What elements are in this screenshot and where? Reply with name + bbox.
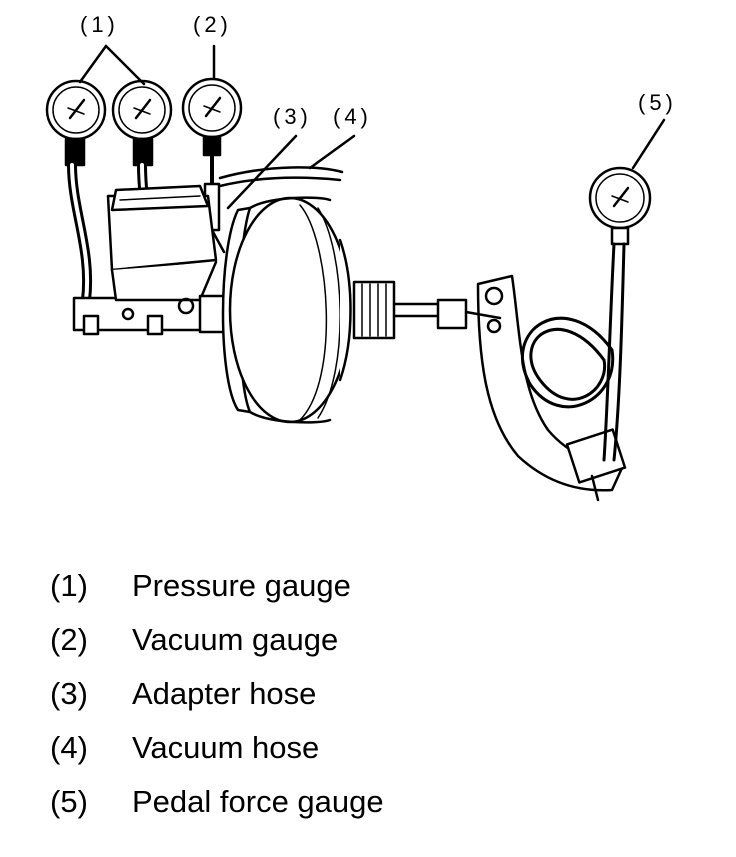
legend-label: Pedal force gauge (132, 784, 384, 819)
legend-label: Adapter hose (132, 676, 317, 711)
legend: (1) Pressure gauge (2) Vacuum gauge (3) … (50, 568, 690, 838)
callout-4: (4) (333, 104, 372, 129)
master-cylinder (72, 184, 226, 336)
legend-number: (2) (50, 622, 88, 657)
callout-5: (5) (638, 90, 677, 115)
callout-1: (1) (80, 12, 119, 37)
legend-label: Vacuum gauge (132, 622, 339, 657)
legend-label: Vacuum hose (132, 730, 320, 765)
legend-label: Pressure gauge (132, 568, 351, 603)
brake-booster (221, 196, 468, 424)
pedal-force-gauge (521, 166, 652, 462)
brake-booster-test-diagram (45, 44, 666, 502)
callout-2: (2) (193, 12, 232, 37)
leader-lines (78, 44, 666, 210)
legend-number: (4) (50, 730, 88, 765)
legend-number: (5) (50, 784, 88, 819)
legend-number: (1) (50, 568, 88, 603)
legend-number: (3) (50, 676, 88, 711)
legend-item-pedal-force-gauge: (5) Pedal force gauge (50, 784, 690, 838)
legend-item-adapter-hose: (3) Adapter hose (50, 676, 690, 730)
vacuum-gauge (181, 77, 243, 187)
legend-item-pressure-gauge: (1) Pressure gauge (50, 568, 690, 622)
legend-item-vacuum-hose: (4) Vacuum hose (50, 730, 690, 784)
legend-item-vacuum-gauge: (2) Vacuum gauge (50, 622, 690, 676)
vacuum-hose (218, 166, 344, 188)
pressure-gauge-left (45, 79, 107, 305)
callout-3: (3) (273, 104, 312, 129)
